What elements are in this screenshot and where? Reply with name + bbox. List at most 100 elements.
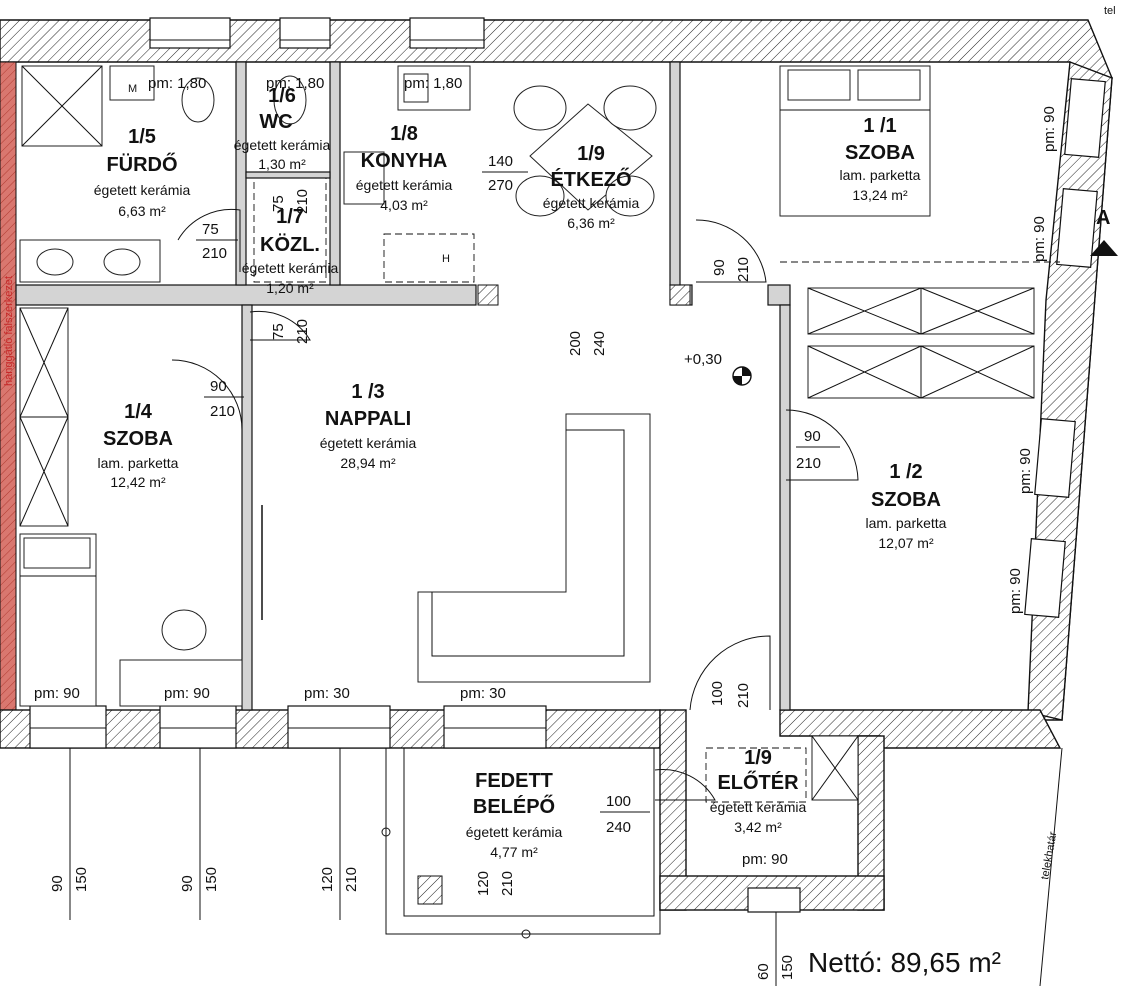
room-area: 12,07 m² [878,535,934,551]
sill-label: pm: 90 [742,851,788,868]
room-area: 3,42 m² [734,819,782,835]
column-2 [669,284,691,306]
room-floor: lam. parketta [866,515,947,531]
door-room14 [171,359,243,431]
sill-label: pm: 90 [164,685,210,702]
room-area: 4,77 m² [490,844,538,860]
sill-label: pm: 1,80 [404,75,462,92]
room-name: SZOBA [103,428,173,450]
dim-opening-height: 270 [488,177,513,194]
dim-opening-width: 200 [567,331,584,356]
l-sofa [417,413,651,683]
partition-room14 [241,304,253,711]
room-id: 1/4 [124,401,153,423]
interior-wall-stub-2 [767,284,791,306]
room-floor: égetett kerámia [710,799,807,815]
sill-label: pm: 30 [304,685,350,702]
sill-label: pm: 1,80 [148,75,206,92]
sill-labels: pm: 1,80 pm: 1,80 pm: 1,80 pm: 90 pm: 90… [34,75,1058,868]
column [477,284,499,306]
dim-door-width: 100 [709,681,726,706]
toilet-bath [181,77,215,123]
window-right-4 [1024,538,1066,618]
room-name-2: BELÉPŐ [473,795,555,818]
room-area: 28,94 m² [340,455,396,471]
toilet-wc [273,75,307,125]
room-name: SZOBA [871,489,941,511]
window-right-3 [1034,418,1076,498]
dim-door-height: 210 [735,683,752,708]
section-arrow-icon [1090,240,1118,256]
dim-door-height: 210 [202,245,227,262]
dim-opening-width: 120 [475,871,492,896]
partition-wc-kozl [245,171,331,179]
dim-door-width: 100 [606,793,631,810]
room-name: ÉTKEZŐ [550,168,631,191]
interior-wall-horizontal [15,284,477,306]
dim-door-width: 75 [270,195,287,212]
room-floor: égetett kerámia [234,137,331,153]
room-area: 1,30 m² [258,156,306,172]
dim-door-height: 210 [735,257,752,282]
sill-label: pm: 1,80 [266,75,324,92]
dim-door-width: 75 [270,323,287,340]
room-id: 1/6 [268,85,296,107]
room-area: 6,36 m² [567,215,615,231]
window-bottom-4 [443,705,547,749]
dim-door-height: 210 [294,319,311,344]
door-bath [177,208,241,272]
section-label: A [1096,207,1110,229]
partition-dining-room11 [669,61,681,286]
right-wall-fill [1027,61,1113,721]
dim-window-height: 150 [73,867,90,892]
room-name: SZOBA [845,142,915,164]
room-area: 13,24 m² [852,187,908,203]
sill-label: pm: 90 [1031,216,1048,262]
dim-opening-height: 240 [591,331,608,356]
partition-room12 [779,304,791,711]
room-id: 1/7 [276,206,304,228]
partition-bath-wc [235,61,247,286]
dim-door-height: 210 [294,189,311,214]
entrance-column [417,875,443,905]
room-name: WC [259,111,292,133]
room-floor: lam. parketta [840,167,921,183]
desk [119,659,243,707]
dimensions: 75 210 75 210 75 210 140 270 90 210 90 2… [49,153,840,986]
room-id: 1 /2 [889,461,922,483]
dim-window-width: 90 [49,875,66,892]
dim-window-height: 210 [343,867,360,892]
dim-door-width: 90 [210,378,227,395]
sill-label: pm: 90 [34,685,80,702]
dim-door-width: 90 [804,428,821,445]
room-area: 1,20 m² [266,280,314,296]
room-name: ELŐTÉR [717,771,799,794]
doors [171,208,859,801]
room-labels: 1/5 FÜRDŐ égetett kerámia 6,63 m² 1/6 WC… [94,85,947,860]
room-floor: égetett kerámia [356,177,453,193]
dim-door-width: 90 [711,259,728,276]
room-id: 1/5 [128,126,156,148]
sill-label: pm: 90 [1041,106,1058,152]
room-floor: égetett kerámia [320,435,417,451]
room-id: 1/9 [744,747,772,769]
sill-label: pm: 90 [1007,568,1024,614]
dim-door-height: 210 [796,455,821,472]
dim-door-width: 75 [202,221,219,238]
boundary-label: telekhatár [1039,831,1059,881]
room-id: 1 /3 [351,381,384,403]
window-top-3 [409,17,485,49]
room-floor: égetett kerámia [242,260,339,276]
window-right-2 [1056,188,1098,268]
window-top-1 [149,17,231,49]
room-floor: égetett kerámia [466,824,563,840]
room-id: 1/9 [577,143,605,165]
door-entrance [689,635,771,711]
dim-window-width: 120 [319,867,336,892]
room-floor: lam. parketta [98,455,179,471]
dim-window-height: 150 [779,955,796,980]
window-right-1 [1064,78,1106,158]
furniture [19,65,1118,986]
net-area-total: Nettó: 89,65 m² [808,947,1001,978]
room-floor: égetett kerámia [543,195,640,211]
